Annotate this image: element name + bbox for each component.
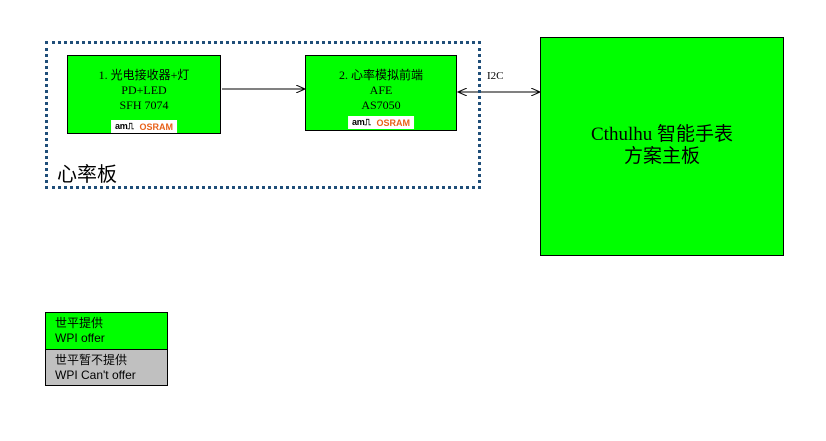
- main-board-title: Cthulhu 智能手表: [591, 124, 733, 145]
- ams-logo-text: am⎍: [352, 117, 371, 127]
- pd-led-block: 1. 光电接收器+灯 PD+LED SFH 7074 am⎍ OSRAM: [67, 55, 221, 134]
- osram-logo-text: OSRAM: [139, 121, 173, 132]
- pd-led-subtitle: PD+LED: [121, 83, 167, 97]
- pd-led-part: SFH 7074: [119, 98, 169, 112]
- afe-subtitle: AFE: [369, 83, 393, 97]
- legend-not-provided-en: WPI Can't offer: [55, 368, 136, 382]
- i2c-label: I2C: [487, 70, 504, 82]
- ams-osram-logo: am⎍ OSRAM: [348, 116, 414, 129]
- legend-provided: 世平提供 WPI offer: [45, 312, 168, 350]
- afe-block: 2. 心率模拟前端 AFE AS7050 am⎍ OSRAM: [305, 55, 457, 131]
- heart-rate-board-group: [45, 41, 481, 189]
- ams-osram-logo: am⎍ OSRAM: [111, 120, 177, 133]
- afe-title: 2. 心率模拟前端: [338, 68, 423, 82]
- legend-not-provided-cn: 世平暂不提供: [55, 353, 128, 367]
- pd-led-title: 1. 光电接收器+灯: [98, 68, 190, 82]
- cthulhu-main-board-block: Cthulhu 智能手表 方案主板: [540, 37, 784, 256]
- osram-logo-text: OSRAM: [376, 117, 410, 128]
- legend-provided-cn: 世平提供: [55, 316, 104, 330]
- heart-rate-board-label: 心率板: [57, 162, 117, 186]
- main-board-subtitle: 方案主板: [623, 146, 700, 167]
- legend-not-provided: 世平暂不提供 WPI Can't offer: [45, 349, 168, 386]
- afe-part: AS7050: [361, 98, 401, 112]
- ams-logo-text: am⎍: [115, 121, 134, 131]
- legend-provided-en: WPI offer: [55, 331, 105, 345]
